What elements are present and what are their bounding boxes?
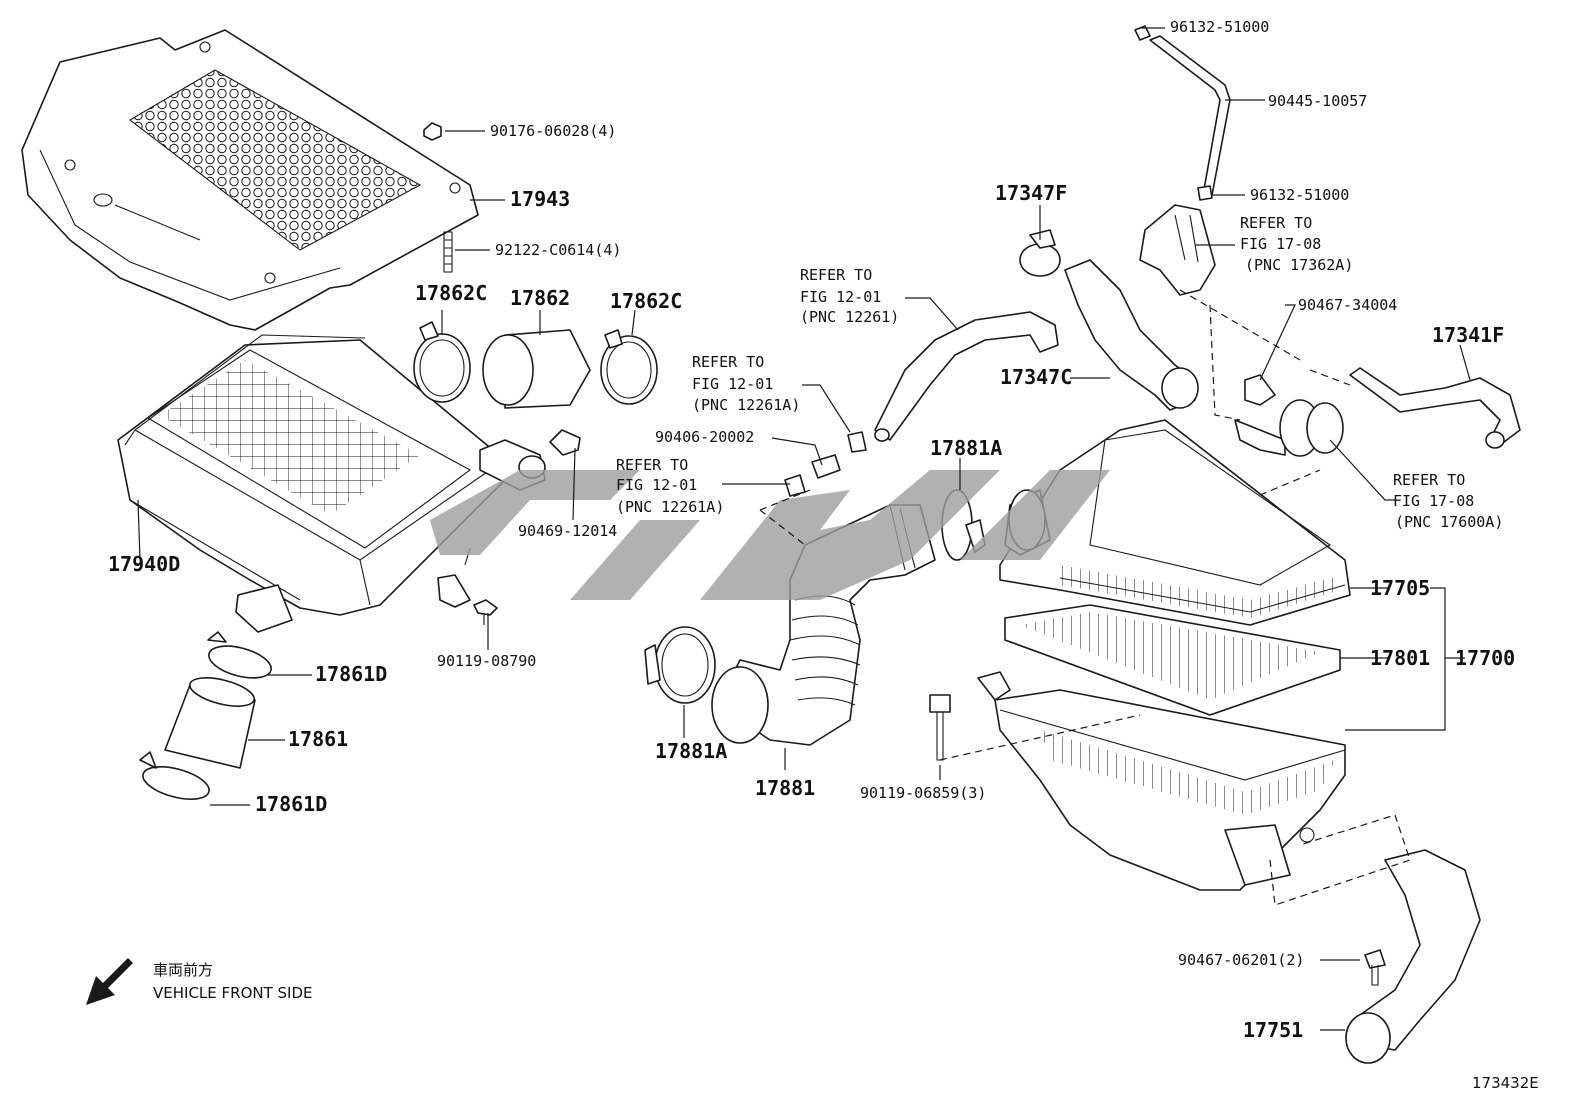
reference-line: REFER TO xyxy=(616,456,688,474)
reference-line: FIG 17-08 xyxy=(1393,492,1474,510)
part-label: 17862C xyxy=(415,281,487,305)
leader-lines xyxy=(137,27,1471,1031)
hose-17347c xyxy=(1019,229,1199,411)
reference-line: FIG 12-01 xyxy=(616,476,697,494)
hose-17341f xyxy=(1349,367,1521,449)
vehicle-front-arrow-icon xyxy=(86,958,135,1005)
part-label: 17881A xyxy=(655,739,727,763)
part-label: 17861D xyxy=(315,662,387,686)
direction-note-en: VEHICLE FRONT SIDE xyxy=(153,984,313,1002)
part-label: 90119-08790 xyxy=(437,652,536,670)
part-label: 90467-34004 xyxy=(1298,296,1397,314)
breather-pipe xyxy=(784,311,1059,497)
reference-line: FIG 12-01 xyxy=(800,288,881,306)
air-cleaner-case xyxy=(929,671,1346,891)
part-label: 17943 xyxy=(510,187,570,211)
reference-line: (PNC 17600A) xyxy=(1395,513,1503,531)
hose-17861 xyxy=(139,631,272,800)
direction-note: 車両前方 VEHICLE FRONT SIDE xyxy=(153,961,313,1002)
dashed-guide-lines xyxy=(759,289,1411,906)
part-label: 17881 xyxy=(755,776,815,800)
air-duct-17751 xyxy=(1345,849,1481,1064)
intercooler-17940d xyxy=(117,334,546,633)
reference-line: (PNC 17362A) xyxy=(1245,256,1353,274)
vacuum-hose-upper xyxy=(1134,25,1231,296)
reference-line: REFER TO xyxy=(800,266,872,284)
part-label: 90176-06028(4) xyxy=(490,122,616,140)
watermark-logo xyxy=(430,470,1110,600)
engine-cover-17943 xyxy=(21,29,479,331)
reference-line: REFER TO xyxy=(1240,214,1312,232)
part-label: 17347C xyxy=(1000,365,1072,389)
part-label: 17940D xyxy=(108,552,180,576)
air-filter-17801 xyxy=(1004,604,1341,716)
part-label: 17700 xyxy=(1455,646,1515,670)
part-label: 90406-20002 xyxy=(655,428,754,446)
part-label: 17861 xyxy=(288,727,348,751)
part-label: 90469-12014 xyxy=(518,522,617,540)
reference-line: FIG 12-01 xyxy=(692,375,773,393)
reference-line: (PNC 12261A) xyxy=(616,498,724,516)
direction-note-jp: 車両前方 xyxy=(153,961,213,979)
part-label: 90445-10057 xyxy=(1268,92,1367,110)
part-label: 92122-C0614(4) xyxy=(495,241,621,259)
part-label: 17861D xyxy=(255,792,327,816)
part-label: 17705 xyxy=(1370,576,1430,600)
part-label: 96132-51000 xyxy=(1170,18,1269,36)
figure-code: 173432E xyxy=(1472,1074,1539,1092)
part-label: 17751 xyxy=(1243,1018,1303,1042)
hose-17862-with-clamps xyxy=(413,321,658,409)
part-label: 17862 xyxy=(510,286,570,310)
reference-line: REFER TO xyxy=(1393,471,1465,489)
reference-line: FIG 17-08 xyxy=(1240,235,1321,253)
fasteners-left xyxy=(423,122,581,625)
reference-line: (PNC 12261) xyxy=(800,308,899,326)
part-label: 17862C xyxy=(610,289,682,313)
reference-line: REFER TO xyxy=(692,353,764,371)
part-label: 17801 xyxy=(1370,646,1430,670)
reference-notes: REFER TO FIG 12-01 (PNC 12261) REFER TO … xyxy=(616,214,1503,531)
part-label: 17347F xyxy=(995,181,1067,205)
part-labels: 90176-06028(4) 17943 92122-C0614(4) 1786… xyxy=(108,18,1515,1042)
part-label: 17881A xyxy=(930,436,1002,460)
vsv-valve xyxy=(1234,374,1344,457)
part-label: 96132-51000 xyxy=(1250,186,1349,204)
part-label: 90119-06859(3) xyxy=(860,784,986,802)
part-label: 17341F xyxy=(1432,323,1504,347)
part-label: 90467-06201(2) xyxy=(1178,951,1304,969)
reference-line: (PNC 12261A) xyxy=(692,396,800,414)
